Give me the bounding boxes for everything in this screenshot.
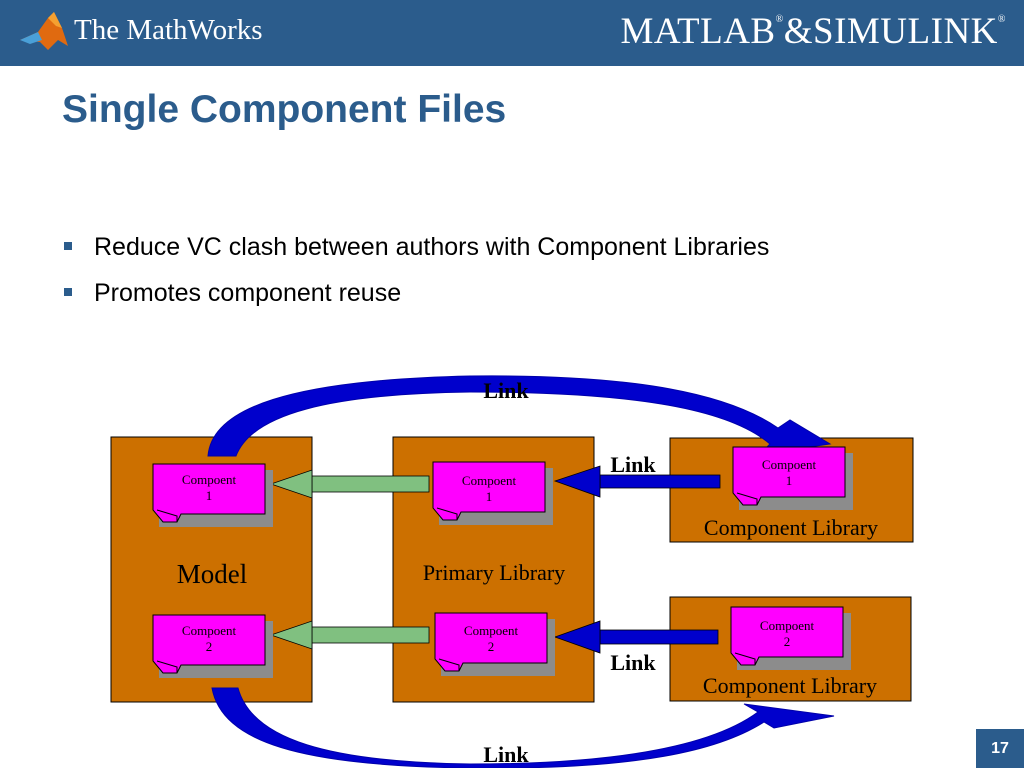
component-library-1-label: Component Library: [704, 515, 878, 540]
page-number: 17: [976, 729, 1024, 768]
component-number: 1: [486, 489, 493, 504]
header-bar: The MathWorks MATLAB®&SIMULINK®: [0, 0, 1024, 66]
link-label-top: Link: [483, 378, 529, 403]
component-label: Compoent: [462, 473, 517, 488]
link-arrow-bottom: [553, 620, 719, 654]
model-label: Model: [177, 559, 248, 589]
link-label-mid-bottom: Link: [610, 650, 656, 675]
model-component-1: Compoent 1: [152, 463, 273, 527]
bullet-item: Promotes component reuse: [62, 274, 769, 320]
registered-mark-2: ®: [997, 14, 1006, 25]
library1-component-1: Compoent 1: [732, 446, 853, 510]
product-logo: MATLAB®&SIMULINK®: [620, 10, 1006, 53]
bullet-square-icon: [64, 288, 72, 296]
product-name-part1: MATLAB: [620, 11, 776, 52]
component-label: Compoent: [182, 472, 237, 487]
bullet-list: Reduce VC clash between authors with Com…: [62, 228, 769, 320]
bullet-square-icon: [64, 242, 72, 250]
copy-arrow-bottom: [269, 620, 430, 650]
registered-mark-1: ®: [775, 14, 784, 25]
top-link-arrow: [207, 375, 832, 457]
bottom-link-arrow: [211, 687, 835, 768]
component-number: 2: [488, 639, 495, 654]
component-number: 2: [206, 639, 213, 654]
primary-component-2: Compoent 2: [434, 612, 555, 676]
link-label-mid-top: Link: [610, 452, 656, 477]
company-name: The MathWorks: [74, 14, 263, 46]
component-label: Compoent: [464, 623, 519, 638]
link-arrow-top: [553, 465, 721, 498]
mathworks-logo-icon: [20, 12, 68, 50]
copy-arrow-top: [269, 469, 430, 499]
component-label: Compoent: [182, 623, 237, 638]
bullet-text: Reduce VC clash between authors with Com…: [94, 233, 770, 261]
bullet-item: Reduce VC clash between authors with Com…: [62, 228, 769, 274]
component-number: 1: [206, 488, 213, 503]
primary-component-1: Compoent 1: [432, 461, 553, 525]
product-name-part2: SIMULINK: [813, 11, 998, 52]
component-number: 2: [784, 634, 791, 649]
slide-title: Single Component Files: [62, 88, 507, 131]
component-number: 1: [786, 473, 793, 488]
product-ampersand: &: [783, 11, 813, 52]
component-label: Compoent: [762, 457, 817, 472]
component-library-2-label: Component Library: [703, 673, 877, 698]
bullet-text: Promotes component reuse: [94, 279, 402, 307]
model-component-2: Compoent 2: [152, 614, 273, 678]
library2-component-2: Compoent 2: [730, 606, 851, 670]
component-label: Compoent: [760, 618, 815, 633]
link-label-bottom: Link: [483, 742, 529, 767]
primary-library-label: Primary Library: [423, 560, 565, 585]
